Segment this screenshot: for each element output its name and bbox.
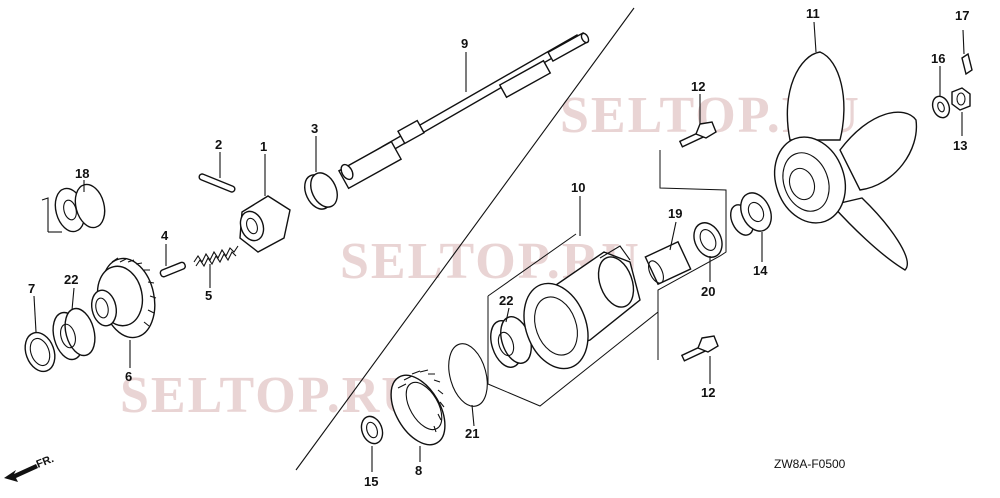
bearing: [52, 307, 96, 361]
diagram-code: ZW8A-F0500: [774, 457, 846, 471]
section-divider-line: [295, 7, 635, 471]
callout-15: 15: [364, 474, 378, 489]
callout-21: 21: [465, 426, 479, 441]
flange-bolt: [678, 121, 717, 148]
callout-20: 20: [701, 284, 715, 299]
propeller-shaft: [337, 31, 590, 190]
castle-nut: [951, 87, 971, 111]
thrust-washer: [360, 415, 384, 445]
reverse-gear: [390, 369, 446, 446]
callout-9: 9: [461, 36, 468, 51]
shaft-ring: [304, 172, 338, 210]
callout-13: 13: [953, 138, 967, 153]
oil-seal: [693, 222, 723, 258]
callout-6: 6: [125, 369, 132, 384]
callout-10: 10: [571, 180, 585, 195]
callout-7: 7: [28, 281, 35, 296]
watermark: SELTOP.RU: [120, 367, 421, 424]
bearing: [41, 183, 106, 233]
callout-22b: 22: [499, 293, 513, 308]
callout-4: 4: [161, 228, 169, 243]
bearing-holder: [523, 245, 641, 370]
front-label: FR.: [35, 453, 56, 471]
bearing-holder-group: [487, 150, 727, 407]
cotter-pin: [961, 52, 973, 76]
callout-19: 19: [668, 206, 682, 221]
cross-pin: [159, 261, 186, 278]
callout-8: 8: [415, 463, 422, 478]
o-ring: [448, 343, 488, 407]
shift-pin: [198, 173, 236, 193]
callout-5: 5: [205, 288, 212, 303]
clutch-dog: [239, 195, 291, 253]
callout-18: 18: [75, 166, 89, 181]
callout-12a: 12: [691, 79, 705, 94]
callout-3: 3: [311, 121, 318, 136]
callout-12b: 12: [701, 385, 715, 400]
thrust-holder: [729, 192, 772, 236]
thrust-washer: [24, 331, 56, 373]
callout-1: 1: [260, 139, 267, 154]
front-arrow-icon: [4, 464, 38, 482]
front-direction-indicator: FR.: [4, 453, 56, 482]
washer: [931, 95, 951, 119]
flange-bolt: [680, 335, 719, 362]
callout-16: 16: [931, 51, 945, 66]
clutch-spring: [193, 245, 239, 268]
forward-gear: [90, 257, 157, 339]
callout-17: 17: [955, 8, 969, 23]
needle-bearing: [644, 240, 692, 286]
callout-11: 11: [806, 6, 820, 21]
callout-14: 14: [753, 263, 768, 278]
callout-2: 2: [215, 137, 222, 152]
leader-lines: [33, 21, 965, 472]
propeller: [773, 51, 918, 271]
callout-22a: 22: [64, 272, 78, 287]
